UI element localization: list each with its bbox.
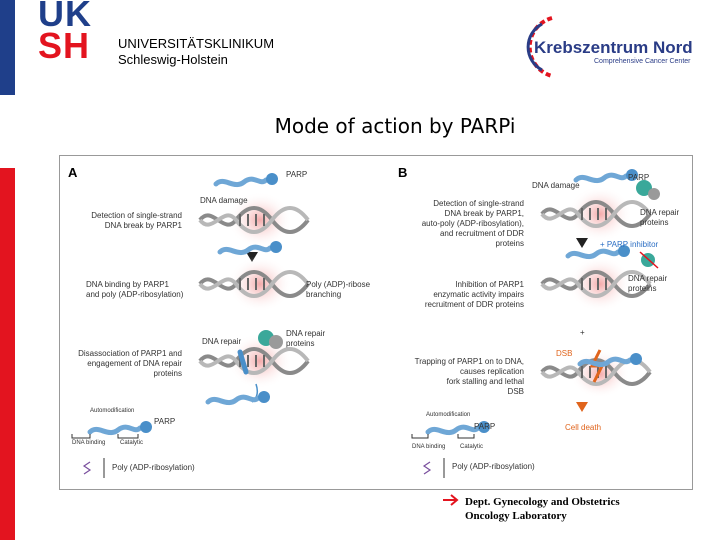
panel-a-parp-label: PARP bbox=[286, 170, 308, 179]
panel-a-step1-line1: Detection of single-strand bbox=[91, 211, 182, 220]
panel-b-plus-label: + bbox=[580, 328, 585, 337]
panel-b-step2-line1: Inhibition of PARP1 bbox=[455, 280, 524, 289]
panel-b-step1-line5: proteins bbox=[495, 239, 524, 248]
institution-line-2: Schleswig-Holstein bbox=[118, 52, 228, 67]
panel-a-step2-label: DNA binding by PARP1 and poly (ADP-ribos… bbox=[86, 280, 183, 300]
panel-b-inhibitor-label: + PARP inhibitor bbox=[600, 240, 659, 249]
panel-a-repair-proteins-label: DNA repair proteins bbox=[286, 329, 325, 349]
panel-b-automod-label: Automodification bbox=[426, 412, 471, 418]
panel-b-dna-damage-label: DNA damage bbox=[532, 181, 580, 190]
panel-a-step3-line2: engagement of DNA repair bbox=[87, 359, 182, 368]
panel-b-poly-legend: Poly (ADP-ribosylation) bbox=[452, 462, 535, 471]
panel-b-repair-proteins2-label: DNA repair proteins bbox=[628, 274, 667, 294]
panel-b-repair-proteins-line1: DNA repair bbox=[640, 208, 680, 217]
panel-a-step2-line1: DNA binding by PARP1 bbox=[86, 280, 170, 289]
arrow-right-icon bbox=[443, 494, 459, 506]
panel-a-repair-proteins-line2: proteins bbox=[286, 339, 315, 348]
logo-uk-text: UK bbox=[38, 0, 92, 34]
panel-a-catalytic-label: Catalytic bbox=[120, 440, 144, 446]
panel-b-letter: B bbox=[398, 165, 408, 180]
panel-a-poly-branch-label: Poly (ADP)-ribose branching bbox=[306, 280, 370, 300]
panel-b-step3-line4: DSB bbox=[507, 387, 524, 396]
panel-a-repair-proteins-line1: DNA repair bbox=[286, 329, 326, 338]
brand-bar-top bbox=[0, 0, 15, 95]
panel-a-letter: A bbox=[68, 165, 78, 180]
panel-b-catalytic-label: Catalytic bbox=[460, 444, 484, 450]
panel-a-step1-line2: DNA break by PARP1 bbox=[104, 221, 182, 230]
panel-b-step2-label: Inhibition of PARP1 enzymatic activity i… bbox=[380, 280, 524, 310]
panel-b-step3-label: Trapping of PARP1 on to DNA, causes repl… bbox=[380, 357, 524, 397]
panel-b-cell-death-label: Cell death bbox=[565, 423, 602, 432]
panel-a-parp-legend: PARP bbox=[154, 417, 176, 426]
panel-a-step3-label: Disassociation of PARP1 and engagement o… bbox=[60, 349, 182, 379]
uksh-logo: UK SH bbox=[38, 0, 98, 64]
panel-b-parp-label: PARP bbox=[628, 173, 650, 182]
panel-b-dsb-label: DSB bbox=[556, 349, 573, 358]
panel-a-step2-line2: and poly (ADP-ribosylation) bbox=[86, 290, 184, 299]
panel-b-step3-line2: causes replication bbox=[459, 367, 524, 376]
panel-b-repair-proteins-label: DNA repair proteins bbox=[640, 208, 679, 228]
panel-b-repair-proteins-line2: proteins bbox=[640, 218, 669, 227]
panel-b-step3-line3: fork stalling and lethal bbox=[446, 377, 524, 386]
brand-bar-bottom bbox=[0, 168, 15, 540]
panel-a-step1-label: Detection of single-strand DNA break by … bbox=[66, 211, 182, 231]
panel-a-poly-legend: Poly (ADP-ribosylation) bbox=[112, 463, 195, 472]
footer-affiliation: Dept. Gynecology and Obstetrics Oncology… bbox=[465, 495, 620, 523]
panel-b-parp-legend: PARP bbox=[474, 422, 496, 431]
krebszentrum-logo-icon bbox=[526, 16, 553, 78]
panel-b-step1-label: Detection of single-strand DNA break by … bbox=[380, 199, 524, 249]
footer-line-1: Dept. Gynecology and Obstetrics bbox=[465, 496, 620, 508]
panel-a-automod-label: Automodification bbox=[90, 408, 135, 414]
panel-b-step1-line3: auto-poly (ADP-ribosylation), bbox=[421, 219, 524, 228]
panel-a-dna-damage-label: DNA damage bbox=[200, 196, 248, 205]
panel-a-dna-binding-label: DNA binding bbox=[72, 440, 106, 446]
panel-a-step3-line1: Disassociation of PARP1 and bbox=[78, 349, 182, 358]
partner-subtitle: Comprehensive Cancer Center bbox=[594, 58, 691, 65]
panel-b-dna-binding-label: DNA binding bbox=[412, 444, 446, 450]
panel-a-step3-line3: proteins bbox=[153, 369, 182, 378]
panel-b-step2-line2: enzymatic activity impairs bbox=[433, 290, 524, 299]
panel-b-repair-proteins2-line2: proteins bbox=[628, 284, 657, 293]
figure-illustration bbox=[71, 156, 660, 478]
panel-b-repair-proteins2-line1: DNA repair bbox=[628, 274, 668, 283]
parpi-mechanism-figure: A PARP DNA damage Detection of single-st… bbox=[59, 155, 693, 490]
panel-a-poly-branch-line1: Poly (ADP)-ribose bbox=[306, 280, 371, 289]
institution-name: UNIVERSITÄTSKLINIKUM Schleswig-Holstein bbox=[118, 36, 274, 68]
footer-line-2: Oncology Laboratory bbox=[465, 510, 567, 522]
panel-b-step1-line2: DNA break by PARP1, bbox=[444, 209, 524, 218]
panel-a-poly-branch-line2: branching bbox=[306, 290, 342, 299]
panel-b-step3-line1: Trapping of PARP1 on to DNA, bbox=[414, 357, 524, 366]
panel-b-step2-line3: recruitment of DDR proteins bbox=[424, 300, 524, 309]
institution-line-1: UNIVERSITÄTSKLINIKUM bbox=[118, 36, 275, 51]
panel-b-step1-line1: Detection of single-strand bbox=[433, 199, 524, 208]
slide-title: Mode of action by PARPi bbox=[274, 114, 516, 138]
panel-a-dna-repair-label: DNA repair bbox=[202, 337, 242, 346]
panel-b-step1-line4: and recruitment of DDR bbox=[439, 229, 524, 238]
partner-name: Krebszentrum Nord bbox=[534, 38, 693, 57]
logo-sh-text: SH bbox=[38, 25, 91, 66]
